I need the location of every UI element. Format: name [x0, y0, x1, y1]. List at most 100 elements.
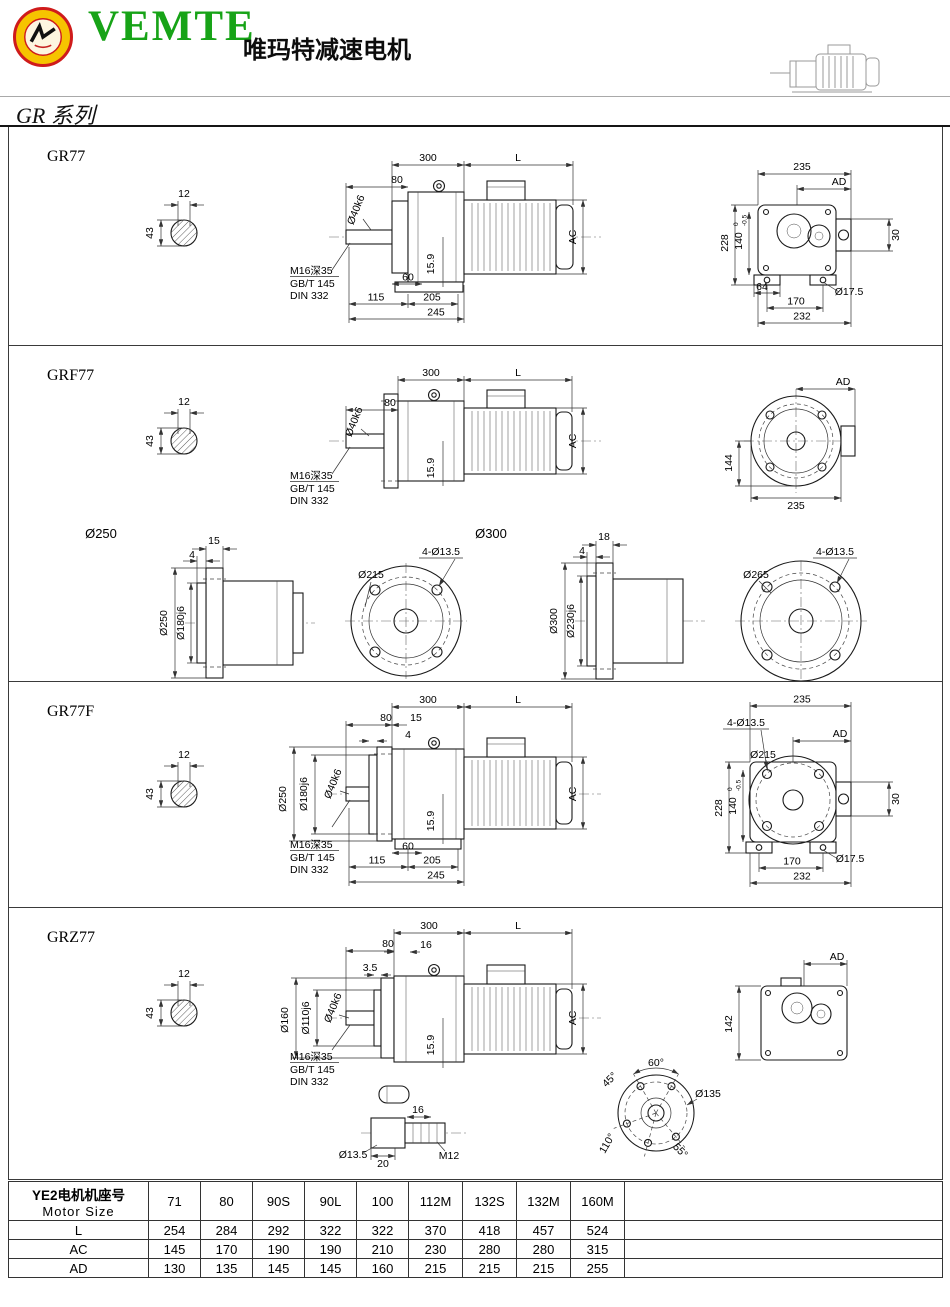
dim-245: 245: [427, 870, 445, 882]
dim-4: 4: [579, 545, 585, 557]
dim-228: 228: [719, 234, 731, 252]
flange300-caption: Ø300: [475, 526, 507, 541]
dim-m12: M12: [439, 1150, 460, 1162]
value-cell: 230: [408, 1239, 463, 1259]
dim-144: 144: [723, 454, 735, 472]
dim-spigot: Ø230j6: [565, 604, 577, 638]
std-din: DIN 332: [290, 1076, 329, 1088]
value-cell: 315: [570, 1239, 625, 1259]
dim-300: 300: [422, 367, 440, 379]
dim-AD: AD: [830, 951, 845, 963]
value-cell: 284: [200, 1220, 253, 1240]
grf77-end-view: AD 144 235: [723, 376, 856, 512]
motor-size-label-cell: YE2电机机座号 Motor Size: [8, 1181, 149, 1221]
value-cell: 215: [408, 1258, 463, 1278]
dim-43: 43: [144, 227, 156, 239]
value-cell: 322: [356, 1220, 409, 1240]
dim-15: 15: [208, 535, 220, 547]
value-cell: 210: [356, 1239, 409, 1259]
dim-115: 115: [369, 855, 386, 867]
dim-159: 15.9: [425, 458, 437, 479]
gr77f-side-view: 300 L 80 15 4 Ø250 Ø180j6 Ø40k6 15.9 M16…: [277, 694, 601, 886]
gr77-title: GR77: [47, 148, 85, 165]
flange-drawings: Ø250 15 4 Ø250 Ø180j6 Ø215 4-Ø13.5 Ø3: [85, 526, 867, 681]
dim-205: 205: [423, 855, 441, 867]
dim-16b: 16: [412, 1104, 424, 1116]
dim-shaft-dia: Ø40k6: [345, 193, 368, 226]
flange250-caption: Ø250: [85, 526, 117, 541]
motor-size-label-cn: YE2电机机座号: [31, 1187, 126, 1203]
dim-80: 80: [384, 397, 396, 409]
gr77f-title: GR77F: [47, 703, 94, 720]
tap-note: M16深35: [290, 839, 333, 851]
tap-note: M16深35: [290, 470, 333, 482]
dim-AC: AC: [567, 786, 579, 801]
std-din: DIN 332: [290, 290, 329, 302]
value-cell: 145: [148, 1239, 201, 1259]
value-cell: 215: [462, 1258, 517, 1278]
value-cell: 170: [200, 1239, 253, 1259]
col-header: 80: [200, 1181, 253, 1221]
grz77-title: GRZ77: [47, 929, 95, 946]
dim-12: 12: [178, 749, 190, 761]
dim-300: 300: [419, 694, 437, 706]
flange250-front-view: Ø215 4-Ø13.5: [345, 546, 467, 679]
tap-note: M16深35: [290, 265, 333, 277]
gr77-shaft-section-view: 12 43: [144, 188, 204, 247]
dim-foot-hole: Ø17.5: [835, 286, 864, 298]
value-cell: 418: [462, 1220, 517, 1240]
row-label: AC: [8, 1239, 149, 1259]
brand-logo: [13, 7, 73, 67]
angle-45: 45°: [600, 1070, 620, 1090]
dim-20: 20: [377, 1158, 389, 1170]
dim-bolt-circle: Ø215: [358, 569, 384, 581]
dim-L: L: [515, 920, 521, 932]
grz77-hollow-shaft-detail: 16 20 Ø13.5 M12: [339, 1085, 467, 1170]
grf77-drawing: GRF77 12 43 300 L 80 Ø: [47, 367, 856, 512]
section-flanges: Ø250 15 4 Ø250 Ø180j6 Ø215 4-Ø13.5 Ø3: [9, 521, 942, 682]
dim-205: 205: [423, 292, 441, 304]
dim-holes: 4-Ø13.5: [727, 717, 765, 729]
dim-142: 142: [723, 1015, 735, 1033]
header-divider: [0, 96, 950, 97]
std-gb: GB/T 145: [290, 1064, 335, 1076]
filler-cell: [624, 1258, 943, 1278]
value-cell: 457: [516, 1220, 571, 1240]
dim-15: 15: [410, 712, 422, 724]
tap-note: M16深35: [290, 1051, 333, 1063]
std-din: DIN 332: [290, 864, 329, 876]
svg-text:140: 140: [727, 797, 739, 815]
dim-35: 3.5: [363, 962, 378, 974]
dim-80: 80: [391, 174, 403, 186]
std-din: DIN 332: [290, 495, 329, 507]
value-cell: 190: [252, 1239, 305, 1259]
section-gr77: GR77 12 43 300 L 80: [9, 127, 942, 346]
section-grf77: GRF77 12 43 300 L 80 Ø: [9, 346, 942, 521]
std-gb: GB/T 145: [290, 278, 335, 290]
dim-L: L: [515, 694, 521, 706]
angle-60: 60°: [648, 1057, 664, 1069]
dim-AD: AD: [836, 376, 851, 388]
col-header: 90L: [304, 1181, 357, 1221]
dim-245: 245: [427, 307, 445, 319]
angle-110: 110°: [597, 1131, 618, 1155]
dim-AC: AC: [567, 1010, 579, 1025]
value-cell: 280: [462, 1239, 517, 1259]
col-header: 132S: [462, 1181, 517, 1221]
motor-size-table: YE2电机机座号 Motor Size 71 80 90S 90L 100 11…: [8, 1181, 943, 1278]
std-gb: GB/T 145: [290, 852, 335, 864]
dim-spigot: Ø110j6: [300, 1001, 312, 1034]
dim-12: 12: [178, 396, 190, 408]
value-cell: 292: [252, 1220, 305, 1240]
dim-4: 4: [189, 549, 195, 561]
value-cell: 160: [356, 1258, 409, 1278]
dim-80: 80: [380, 712, 392, 724]
dim-AC: AC: [567, 433, 579, 448]
section-gr77f: GR77F 12 43 300 L: [9, 682, 942, 908]
grf77-shaft-section-view: 12 43: [144, 396, 204, 455]
motor-size-label-en: Motor Size: [42, 1203, 115, 1219]
gr77-drawing: GR77 12 43 300 L 80: [47, 148, 902, 327]
dim-AD: AD: [833, 728, 848, 740]
angle-55: 55°: [670, 1141, 690, 1161]
filler-cell: [624, 1220, 943, 1240]
